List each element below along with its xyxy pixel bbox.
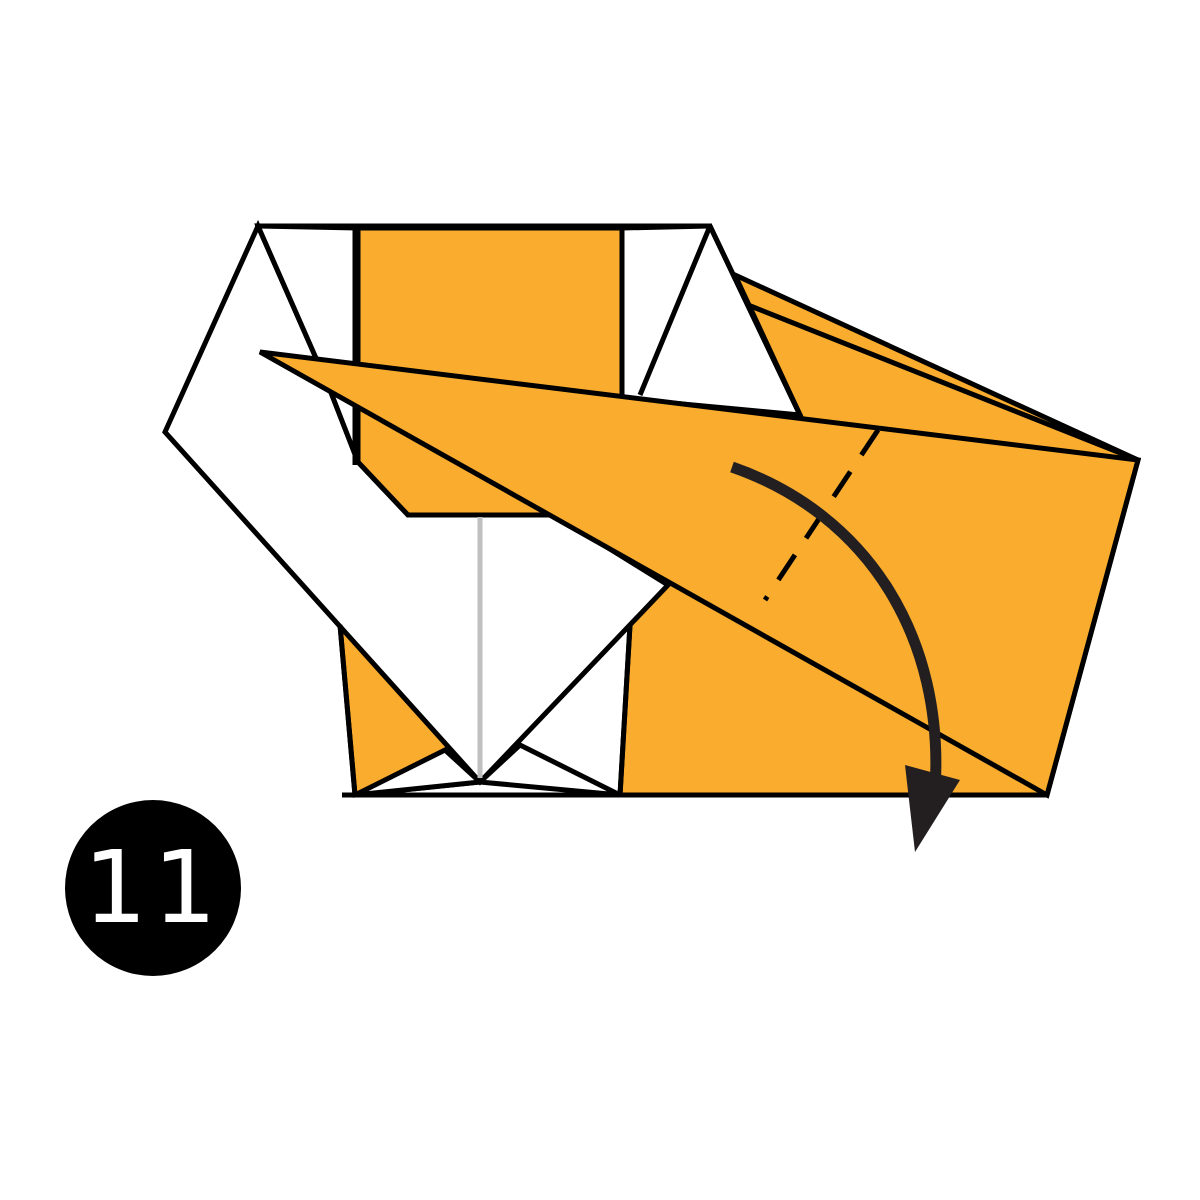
step-number-badge: 11	[65, 800, 241, 976]
right-flap-inner-edge	[747, 302, 1139, 463]
right-leg-edge	[617, 624, 633, 796]
step-number: 11	[83, 829, 223, 946]
folding-flap	[258, 349, 1142, 799]
curved-fold-arrow-icon	[730, 461, 960, 852]
right-diagonal-top	[707, 224, 803, 417]
left-leg-edge	[337, 624, 358, 796]
fold-arrow-head	[905, 765, 960, 852]
origami-model	[162, 219, 1142, 799]
fold-arrow-shaft	[730, 461, 942, 791]
inner-right-diagonal	[637, 225, 713, 396]
